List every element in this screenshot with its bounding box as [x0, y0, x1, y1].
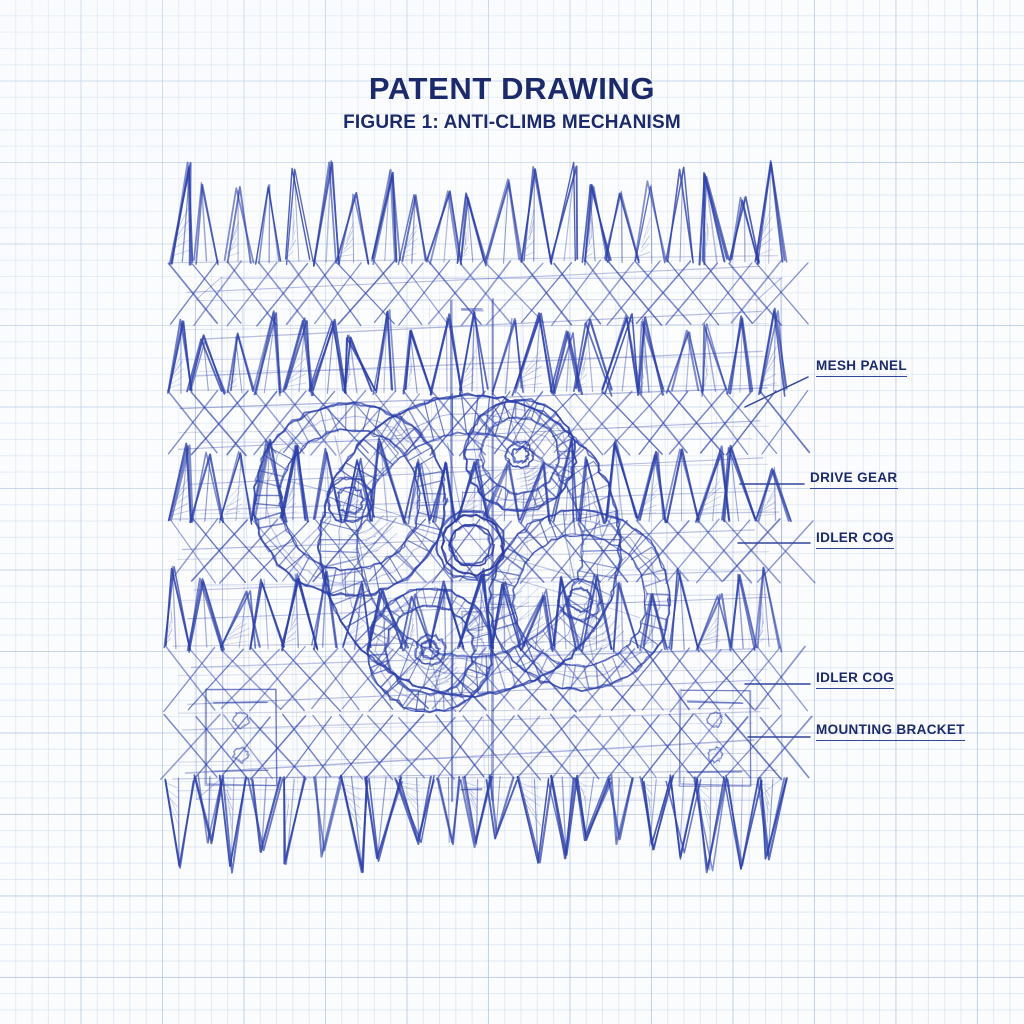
callout-idler-cog-1: IDLER COG — [816, 530, 895, 549]
callout-idler-cog-2: IDLER COG — [816, 670, 895, 689]
callout-mesh-panel: MESH PANEL — [816, 358, 908, 377]
callout-drive-gear: DRIVE GEAR — [810, 470, 898, 489]
callout-mounting-bracket: MOUNTING BRACKET — [816, 722, 965, 741]
